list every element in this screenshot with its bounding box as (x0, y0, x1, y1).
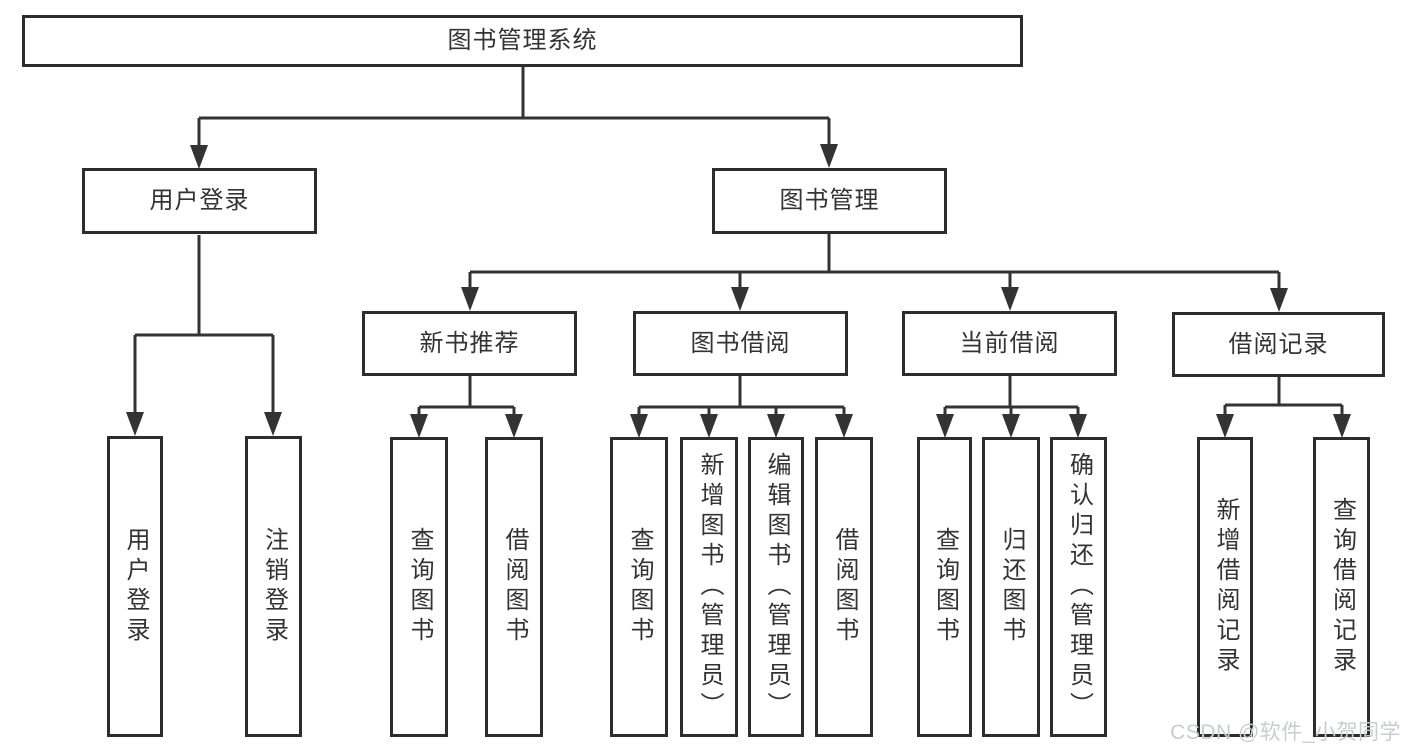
leaf-confirm-return-admin: 确认归还（管理员） (1050, 437, 1107, 737)
leaf-query-borrow-record: 查询借阅记录 (1313, 437, 1370, 737)
leaf-edit-book-admin: 编辑图书（管理员） (748, 437, 804, 737)
node-user-login: 用户登录 (82, 168, 317, 234)
leaf-borrow-books-2: 借阅图书 (815, 437, 873, 737)
leaf-user-login: 用户登录 (107, 436, 163, 737)
leaf-add-borrow-record: 新增借阅记录 (1197, 437, 1253, 737)
leaf-query-books-3: 查询图书 (917, 437, 972, 737)
leaf-return-book: 归还图书 (982, 437, 1040, 737)
node-current-borrow: 当前借阅 (902, 311, 1117, 376)
leaf-add-book-admin: 新增图书（管理员） (680, 437, 738, 737)
watermark: CSDN @软件_小贺同学 (1170, 720, 1401, 744)
leaf-query-books-1: 查询图书 (390, 437, 448, 737)
leaf-query-books-2: 查询图书 (610, 437, 668, 737)
node-borrow-record: 借阅记录 (1172, 312, 1385, 377)
node-book-management: 图书管理 (712, 168, 947, 234)
leaf-borrow-books-1: 借阅图书 (485, 437, 543, 737)
node-root: 图书管理系统 (22, 15, 1023, 67)
node-book-borrow: 图书借阅 (633, 311, 848, 376)
node-new-book-recommend: 新书推荐 (362, 311, 577, 376)
leaf-logout: 注销登录 (245, 436, 302, 737)
